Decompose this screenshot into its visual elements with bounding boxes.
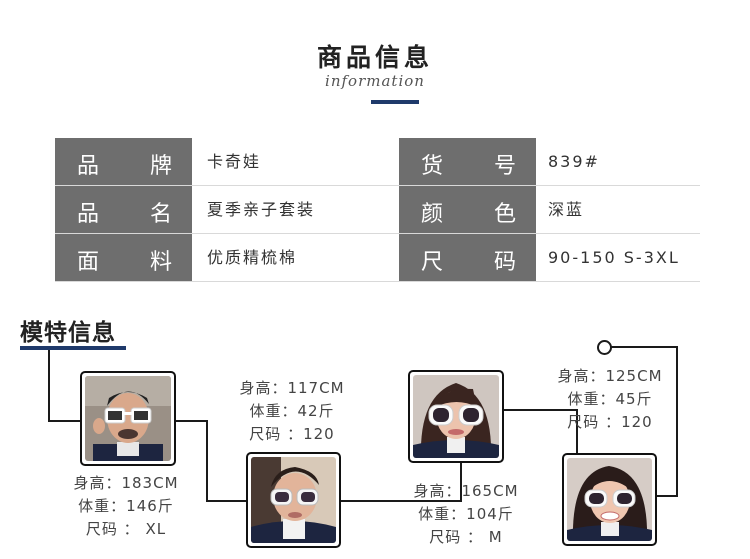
connector-line bbox=[676, 346, 678, 497]
model-stats-daughter: 身高：125CM 体重：45斤 尺码 ：120 bbox=[540, 365, 680, 434]
model-stats-mother: 身高：165CM 体重：104斤 尺码 ： M bbox=[396, 480, 536, 549]
model-height: 身高：183CM bbox=[73, 474, 179, 492]
info-label: 颜色 bbox=[399, 186, 536, 233]
model-size: 尺码 ：120 bbox=[249, 425, 335, 443]
model-weight: 体重：104斤 bbox=[418, 505, 514, 523]
connector-line bbox=[206, 500, 248, 502]
model-height: 身高：117CM bbox=[239, 379, 345, 397]
connector-line bbox=[655, 495, 678, 497]
info-label: 品牌 bbox=[55, 138, 192, 185]
connector-line bbox=[576, 409, 578, 455]
connector-line bbox=[48, 350, 50, 422]
info-row-name: 品名 夏季亲子套装 颜色 深蓝 bbox=[55, 186, 700, 234]
info-value: 卡奇娃 bbox=[207, 152, 262, 171]
connector-line bbox=[338, 500, 462, 502]
info-label: 货号 bbox=[399, 138, 536, 185]
father-portrait bbox=[85, 376, 171, 461]
info-label: 品名 bbox=[55, 186, 192, 233]
connector-end-dot bbox=[597, 340, 612, 355]
section-subtitle: information bbox=[325, 72, 425, 90]
connector-line bbox=[48, 420, 82, 422]
info-label: 尺码 bbox=[399, 234, 536, 281]
info-value: 90-150 S-3XL bbox=[548, 248, 680, 267]
model-height: 身高：165CM bbox=[413, 482, 519, 500]
model-size: 尺码 ： XL bbox=[85, 520, 167, 538]
model-photo-son bbox=[246, 452, 341, 548]
model-weight: 体重：45斤 bbox=[567, 390, 653, 408]
daughter-portrait bbox=[567, 458, 652, 541]
connector-line bbox=[608, 346, 678, 348]
title-underline bbox=[371, 100, 419, 104]
model-photo-mother bbox=[408, 370, 504, 463]
info-row-material: 面料 优质精梳棉 尺码 90-150 S-3XL bbox=[55, 234, 700, 282]
model-stats-son: 身高：117CM 体重：42斤 尺码 ：120 bbox=[222, 377, 362, 446]
model-weight: 体重：42斤 bbox=[249, 402, 335, 420]
info-label: 面料 bbox=[55, 234, 192, 281]
info-row-brand: 品牌 卡奇娃 货号 839# bbox=[55, 138, 700, 186]
model-photo-father bbox=[80, 371, 176, 466]
model-size: 尺码 ：120 bbox=[567, 413, 653, 431]
model-weight: 体重：146斤 bbox=[78, 497, 174, 515]
info-value: 深蓝 bbox=[548, 200, 585, 219]
model-section-title: 模特信息 bbox=[20, 320, 116, 346]
info-value: 839# bbox=[548, 152, 600, 171]
model-title-underline bbox=[20, 346, 126, 350]
section-title: 商品信息 bbox=[316, 43, 433, 72]
connector-line bbox=[460, 461, 462, 502]
connector-line bbox=[500, 409, 578, 411]
model-stats-father: 身高：183CM 体重：146斤 尺码 ： XL bbox=[56, 472, 196, 541]
connector-line bbox=[174, 420, 208, 422]
connector-line bbox=[206, 420, 208, 502]
son-portrait bbox=[251, 457, 336, 543]
info-value: 夏季亲子套装 bbox=[207, 200, 316, 219]
model-size: 尺码 ： M bbox=[429, 528, 503, 546]
info-value: 优质精梳棉 bbox=[207, 248, 298, 267]
model-height: 身高：125CM bbox=[557, 367, 663, 385]
model-photo-daughter bbox=[562, 453, 657, 546]
mother-portrait bbox=[413, 375, 499, 458]
